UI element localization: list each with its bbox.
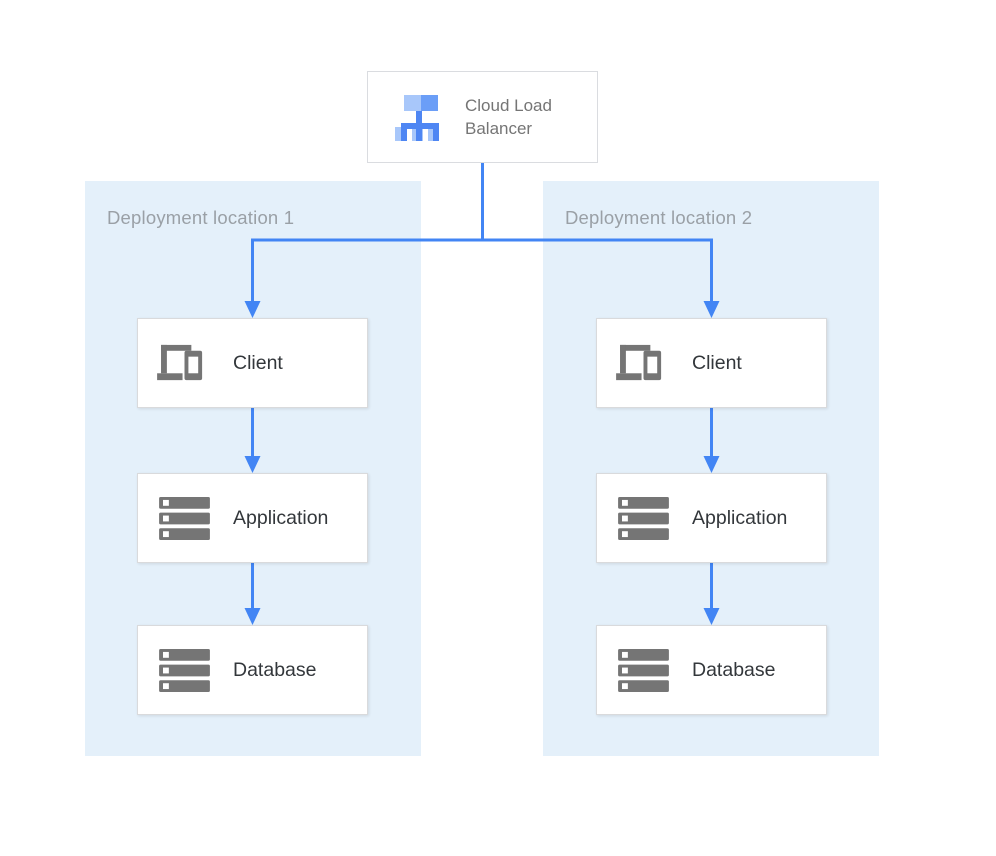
node-database-1: Database: [137, 625, 368, 715]
arrowhead-left-application: [244, 456, 261, 473]
node-client-1: Client: [137, 318, 368, 408]
load-balancer-label: Cloud Load Balancer: [465, 96, 552, 138]
node-label: Application: [233, 506, 329, 529]
devices-icon: [155, 341, 213, 386]
node-label: Database: [692, 658, 776, 681]
server-stack-icon: [614, 496, 672, 540]
cloud-load-balancer-node: Cloud Load Balancer: [367, 71, 598, 163]
zone-label: Deployment location 2: [565, 207, 753, 228]
node-label: Database: [233, 658, 317, 681]
arrowhead-right-database: [703, 608, 720, 625]
node-database-2: Database: [596, 625, 827, 715]
devices-icon: [614, 341, 672, 386]
node-application-1: Application: [137, 473, 368, 563]
branch-left-line: [251, 238, 483, 305]
server-stack-icon: [614, 648, 672, 692]
zone-label: Deployment location 1: [107, 207, 295, 228]
node-label: Client: [692, 351, 742, 374]
node-application-2: Application: [596, 473, 827, 563]
load-balancer-icon: [393, 91, 445, 143]
arrowhead-left-client: [244, 301, 261, 318]
node-client-2: Client: [596, 318, 827, 408]
branch-right-line: [482, 238, 713, 305]
node-label: Client: [233, 351, 283, 374]
server-stack-icon: [155, 648, 213, 692]
arrowhead-right-application: [703, 456, 720, 473]
arrowhead-left-database: [244, 608, 261, 625]
arrowhead-right-client: [703, 301, 720, 318]
node-label: Application: [692, 506, 788, 529]
server-stack-icon: [155, 496, 213, 540]
